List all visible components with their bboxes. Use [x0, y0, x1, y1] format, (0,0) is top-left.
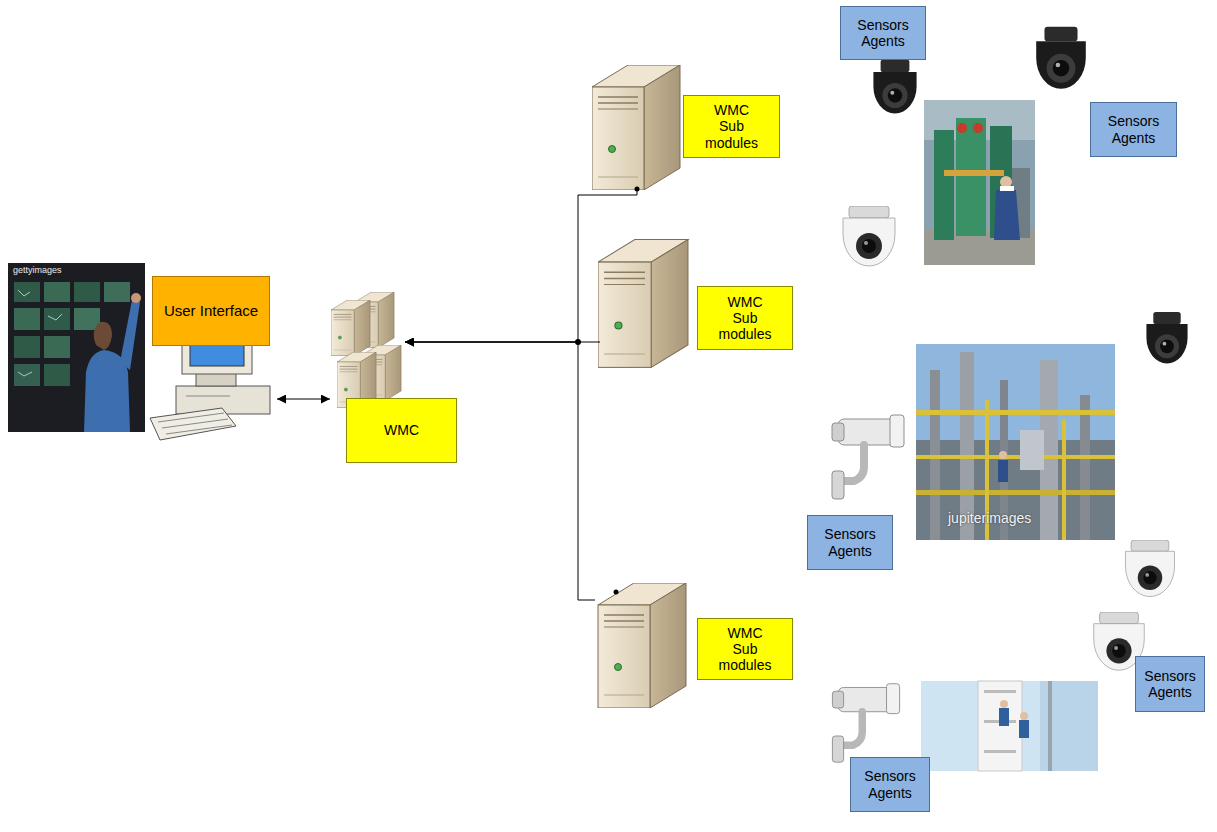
- connector-line: [405, 342, 595, 600]
- node-label: WMC: [384, 422, 419, 438]
- sensor-agent-box: Sensors Agents: [1135, 656, 1205, 712]
- operator-photo: [8, 263, 145, 432]
- connector-line: [277, 399, 330, 400]
- server-cluster-icon: [331, 292, 401, 408]
- wmc-submodule-box: WMC Sub modules: [595, 65, 780, 190]
- node-label: WMC Sub modules: [717, 294, 773, 342]
- sensor-agent-box: Sensors Agents: [850, 757, 930, 812]
- wmc-submodule-box: WMC Sub modules: [600, 235, 793, 370]
- plant-photo: [924, 100, 1035, 265]
- wmc-submodule-box: WMC Sub modules: [595, 580, 793, 708]
- user-interface-box: User Interface: [150, 276, 277, 440]
- watermark-text: jupiterimages: [948, 511, 1031, 526]
- refinery-photo: [916, 344, 1115, 540]
- label-patch: User Interface: [152, 276, 270, 346]
- sensor-agent-box: Sensors Agents: [807, 515, 893, 570]
- sensor-agent-box: Sensors Agents: [1090, 102, 1177, 157]
- junction-dot: [575, 187, 640, 595]
- label-patch: WMC Sub modules: [683, 95, 780, 158]
- label-patch: WMC Sub modules: [697, 618, 793, 680]
- wmc-box: WMC: [330, 290, 405, 463]
- sensor-agent-box: Sensors Agents: [840, 6, 926, 60]
- node-label: Sensors Agents: [822, 526, 878, 558]
- node-label: Sensors Agents: [855, 17, 911, 49]
- node-label: Sensors Agents: [1106, 113, 1162, 145]
- server-icon: [592, 65, 688, 708]
- node-label: Sensors Agents: [1142, 668, 1198, 700]
- node-label: User Interface: [164, 302, 258, 319]
- label-patch: WMC: [346, 398, 457, 463]
- node-label: WMC Sub modules: [717, 625, 773, 673]
- label-patch: WMC Sub modules: [697, 286, 793, 350]
- connector-line: [405, 190, 637, 342]
- node-label: Sensors Agents: [862, 768, 918, 800]
- watermark-text: gettyimages: [13, 266, 62, 276]
- camera-icon: [832, 27, 1188, 762]
- node-label: WMC Sub modules: [704, 102, 760, 150]
- tower-photo: [921, 681, 1098, 771]
